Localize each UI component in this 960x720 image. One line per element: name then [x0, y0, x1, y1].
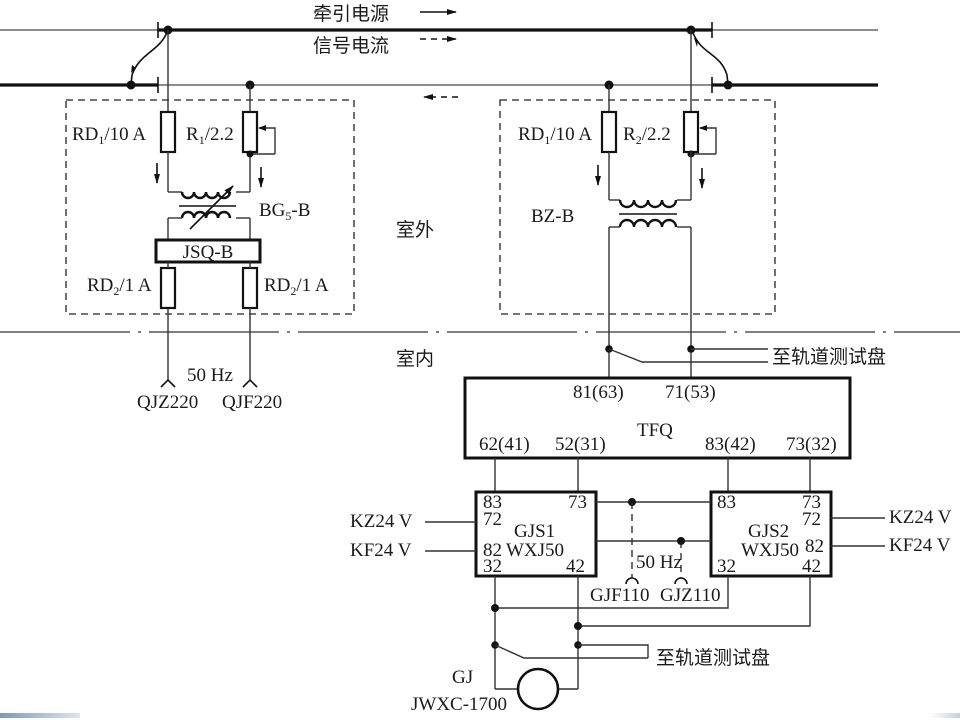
to-test-panel-label-2: 至轨道测试盘 [656, 647, 770, 669]
receiver-outdoor-box [499, 99, 776, 315]
gjs1-terminal-83: 83 [483, 492, 502, 513]
gjs1-terminal-42: 42 [566, 556, 585, 577]
gjs1-box [474, 490, 598, 578]
gjs1-kz24-label: KZ24 V [350, 511, 413, 532]
relay-gj-coil [516, 667, 560, 711]
gjs2-terminal-32: 32 [717, 556, 736, 577]
supply-terminal-qjf [242, 378, 258, 388]
supply-terminal-gjf110 [625, 577, 639, 585]
test-panel-lead [578, 644, 649, 658]
rail-connection-dot [126, 80, 136, 90]
label-rd1-tx: RD1/10 A [72, 124, 146, 147]
tfq-terminal-71: 71(53) [665, 382, 716, 403]
transmitter-circuit: JSQ-B [154, 30, 276, 388]
tfq-box [463, 376, 852, 460]
transformer-bz-b [618, 199, 678, 228]
gjs2-kz24-label: KZ24 V [889, 507, 952, 528]
gjs1-kf24-label: KF24 V [350, 540, 412, 561]
label-gjf110: GJF110 [590, 585, 649, 606]
legend-signal-current-label: 信号电流 [313, 35, 389, 57]
fuse-rd1-tx [159, 110, 177, 154]
label-rd2-right: RD2/1 A [264, 275, 329, 298]
transmitter-outdoor-box [65, 99, 355, 315]
zone-indoor-label: 室内 [396, 348, 434, 370]
label-gjz110: GJZ110 [660, 585, 721, 606]
label-r2: R2/2.2 [623, 124, 671, 147]
gjs1-name: GJS1 [514, 521, 555, 542]
upper-rail [0, 22, 878, 38]
tfq-terminal-52: 52(31) [555, 434, 606, 455]
gjs2-box [709, 490, 833, 578]
tfq-terminal-83: 83(42) [705, 434, 756, 455]
gjs2-name: GJS2 [748, 521, 789, 542]
relay-model-label: JWXC-1700 [411, 694, 507, 715]
filter-jsq-b-label: JSQ-B [183, 242, 234, 263]
label-qjz220: QJZ220 [137, 392, 198, 413]
filter-jsq-b [154, 238, 262, 264]
gjs2-model: WXJ50 [741, 540, 799, 561]
resistor-r2 [682, 110, 700, 154]
fuse-rd2-right [241, 266, 259, 310]
to-test-panel-label-1: 至轨道测试盘 [772, 346, 886, 368]
label-r1: R1/2.2 [186, 124, 234, 147]
impedance-bond-jumper-right [691, 29, 729, 86]
receiver-circuit [595, 30, 717, 378]
legend-traction-power-label: 牵引电源 [313, 3, 389, 25]
tfq-terminal-81: 81(63) [573, 382, 624, 403]
gjs2-terminal-72: 72 [802, 509, 821, 530]
resistor-r1 [241, 110, 259, 154]
label-bz-b: BZ-B [531, 206, 574, 227]
footer-accent-left [0, 713, 80, 718]
rail-connection-dot [723, 80, 733, 90]
tfq-terminal-62: 62(41) [479, 434, 530, 455]
gjs2-kf24-label: KF24 V [889, 535, 951, 556]
relay-gj-label: GJ [452, 667, 473, 688]
impedance-bond-jumper-left [130, 29, 169, 86]
fuse-rd1-rx [600, 110, 618, 154]
transformer-bg5b [179, 185, 236, 230]
label-rd1-rx: RD1/10 A [518, 124, 592, 147]
supply-terminal-gjz110 [674, 577, 688, 585]
gjs2-terminal-83: 83 [717, 492, 736, 513]
gjs2-terminal-42: 42 [802, 556, 821, 577]
label-rd2-left: RD2/1 A [87, 275, 152, 298]
test-panel-lead [494, 644, 648, 659]
tfq-label: TFQ [637, 420, 673, 441]
gjs2-terminal-82: 82 [805, 536, 824, 557]
gjs1-terminal-82: 82 [483, 540, 502, 561]
gjs1-terminal-72: 72 [483, 509, 502, 530]
label-tx-frequency: 50 Hz [187, 365, 233, 386]
gjs2-terminal-73: 73 [802, 492, 821, 513]
test-panel-lead [608, 348, 768, 363]
slide-footer-bar [0, 713, 960, 720]
gjs1-terminal-73: 73 [568, 492, 587, 513]
gjs1-model: WXJ50 [506, 540, 564, 561]
fuse-rd2-left [159, 266, 177, 310]
local-supply-frequency: 50 Hz [636, 552, 682, 573]
label-bg5b: BG5-B [259, 200, 310, 223]
supply-terminal-qjz [160, 378, 176, 388]
zone-outdoor-label: 室外 [396, 219, 434, 241]
footer-accent-right [930, 713, 960, 718]
gjs1-terminal-32: 32 [483, 556, 502, 577]
label-qjf220: QJF220 [222, 392, 282, 413]
tfq-terminal-73: 73(32) [786, 434, 837, 455]
